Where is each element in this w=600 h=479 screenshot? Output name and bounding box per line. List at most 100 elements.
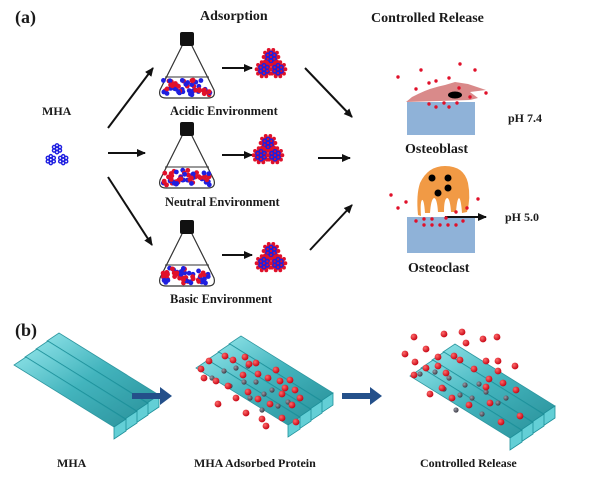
flask-particle — [206, 89, 212, 95]
mha-node — [503, 395, 509, 401]
mha-node — [275, 403, 281, 409]
mha-pore — [57, 144, 63, 150]
process-arrow-1 — [132, 387, 172, 405]
protein-ball — [512, 386, 520, 394]
protein-ball — [254, 370, 262, 378]
protein-dot — [473, 68, 477, 72]
flask-particle — [161, 277, 167, 283]
flask-particle — [161, 179, 167, 185]
mha-protein-acidic-icon — [254, 48, 288, 79]
protein-ball — [278, 414, 286, 422]
protein-ball — [245, 360, 253, 368]
panel-a-tag: (a) — [15, 7, 36, 27]
flask-particle — [189, 175, 194, 181]
arrow-to-acidic — [107, 67, 154, 129]
mha-pore — [51, 155, 57, 161]
flask-particle — [198, 273, 204, 278]
protein-dot — [447, 105, 451, 109]
mha-pore — [275, 150, 281, 156]
protein-ball — [458, 328, 466, 336]
protein-dot — [422, 217, 426, 221]
flask-particle — [178, 271, 184, 277]
flask-particle — [198, 78, 204, 83]
protein-ball — [278, 390, 286, 398]
osteoblast-illustration — [396, 62, 488, 135]
protein-ball — [422, 364, 430, 372]
protein-dot — [444, 216, 448, 220]
process-arrow-2 — [342, 387, 382, 405]
flask-particle — [172, 274, 178, 279]
protein-ball — [244, 388, 252, 396]
stage-label-adsorbed: MHA Adsorbed Protein — [194, 456, 316, 470]
protein-dot — [457, 86, 461, 90]
protein-dot — [404, 200, 408, 204]
mha-pore — [264, 64, 270, 70]
mha-node — [269, 387, 275, 393]
protein-ball — [410, 333, 418, 341]
protein-ball — [438, 384, 446, 392]
protein-dot — [430, 217, 434, 221]
arrow-to-basic — [107, 176, 153, 246]
flask-particle — [201, 87, 207, 93]
protein-ball — [281, 384, 289, 392]
mha-node — [261, 391, 267, 397]
protein-ball — [292, 418, 300, 426]
protein-dot — [396, 206, 400, 210]
flask-particle — [189, 82, 195, 88]
mha-node — [221, 368, 227, 374]
flask-particle — [176, 89, 181, 95]
mha-protein-basic-icon — [254, 242, 288, 273]
flask-particle — [190, 77, 196, 83]
protein-dot — [414, 219, 418, 223]
protein-dot — [447, 76, 451, 80]
mha-pore — [271, 52, 277, 58]
protein-dot — [419, 68, 423, 72]
protein-dot — [438, 223, 442, 227]
flask-particle — [193, 87, 199, 93]
protein-dot — [455, 101, 459, 105]
flask-particle — [205, 274, 211, 279]
arrow-acidic-release — [304, 67, 353, 118]
mha-node — [483, 389, 489, 395]
flask-neutral-icon — [159, 122, 215, 189]
heading-controlled-release: Controlled Release — [371, 11, 484, 26]
mha-protein-neutral-icon — [251, 134, 285, 165]
protein-dot — [396, 75, 400, 79]
flask-particle — [186, 88, 192, 94]
flask-particle — [182, 171, 188, 177]
flask-particle — [190, 276, 196, 282]
protein-ball — [516, 412, 524, 420]
flask-particle — [168, 82, 173, 88]
panel-b-tag: (b) — [15, 320, 37, 340]
osteoclast-nucleus — [428, 174, 436, 182]
protein-ball — [434, 362, 442, 370]
osteoblast-label: Osteoblast — [405, 142, 468, 157]
tube-end — [509, 429, 523, 451]
flask-particle — [168, 177, 174, 182]
flask-particle — [190, 171, 196, 177]
protein-ball — [252, 359, 260, 367]
protein-ball — [254, 395, 262, 403]
flask-stopper — [180, 122, 194, 136]
osteoclast-nucleus — [444, 174, 452, 182]
flask-particle — [178, 176, 184, 182]
protein-ball — [410, 371, 418, 379]
bone-substrate — [407, 217, 475, 253]
mha-node — [446, 375, 452, 381]
protein-dot — [434, 105, 438, 109]
released-protein-dots — [396, 62, 488, 109]
tube-end — [113, 418, 127, 440]
flask-particle — [185, 80, 191, 85]
protein-ball — [479, 335, 487, 343]
mha-node — [432, 369, 438, 375]
protein-ball — [229, 356, 237, 364]
protein-dot — [430, 223, 434, 227]
osteoblast-ph: pH 7.4 — [508, 111, 543, 125]
protein-ball — [494, 367, 502, 375]
stage-label-mha: MHA — [57, 456, 87, 470]
stage-label-release: Controlled Release — [420, 456, 517, 470]
flask-particle — [161, 89, 167, 95]
protein-ball — [493, 333, 501, 341]
protein-ball — [242, 409, 250, 417]
